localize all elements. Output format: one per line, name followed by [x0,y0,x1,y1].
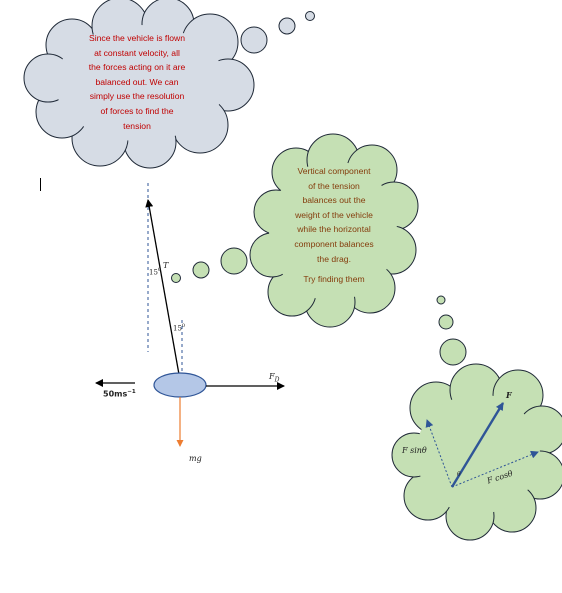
thought-cloud-middle-text: Vertical component of the tension balanc… [272,164,396,287]
cloud-top-line: at constant velocity, all [94,47,180,58]
angle-label-bottom: 150 [173,323,186,333]
cloud-top-line: Since the vehicle is flown [88,33,185,43]
velocity-value: 50ms [103,389,128,399]
thought-bubbles-middle [171,247,248,283]
horizontal-component-vector [451,450,539,488]
theta-label: θ [457,471,461,478]
thought-cloud-bottom-fill [416,394,540,514]
velocity-exponent: −1 [127,389,136,395]
drag-label: FD [269,372,279,384]
drag-symbol: F [269,372,275,381]
angle-top-value: 15 [149,268,158,277]
cloud-top-line: of forces to find the [100,105,174,116]
velocity-label: 50ms−1 [103,389,136,399]
thought-cloud-middle-fill [269,161,397,301]
force-label: F [506,390,512,400]
cloud-middle-line: the drag. [317,253,351,264]
angle-label-top: 150 [149,267,162,277]
cloud-middle-line: Vertical component [297,166,371,176]
cloud-middle-line: component balances [294,238,374,249]
tension-arrow [145,199,181,381]
thought-cloud-top-fill [55,25,225,141]
thought-bubbles-bottom [436,295,467,366]
angle-bottom-value: 15 [173,324,182,333]
cloud-middle-line: balances out the [302,195,366,206]
vertical-component-label: F sinθ [402,446,427,455]
cloud-top-line: tension [123,120,151,131]
cloud-top-line: balanced out. We can [95,76,179,87]
weight-label: mg [189,454,202,463]
tension-label: T [163,261,169,270]
cloud-middle-line: while the horizontal [297,224,371,235]
cloud-middle-line: weight of the vehicle [295,209,373,220]
cloud-top-line: simply use the resolution [89,91,185,102]
vehicle [153,372,207,398]
thought-bubbles-top [240,11,315,54]
thought-cloud-top-text: Since the vehicle is flown at constant v… [62,31,212,133]
drag-subscript: D [274,376,280,384]
cloud-middle-hint: Try finding them [303,274,365,285]
force-vector [450,402,505,488]
cloud-top-line: the forces acting on it are [88,62,186,73]
cloud-middle-line: of the tension [308,180,360,191]
text-cursor [40,178,41,191]
